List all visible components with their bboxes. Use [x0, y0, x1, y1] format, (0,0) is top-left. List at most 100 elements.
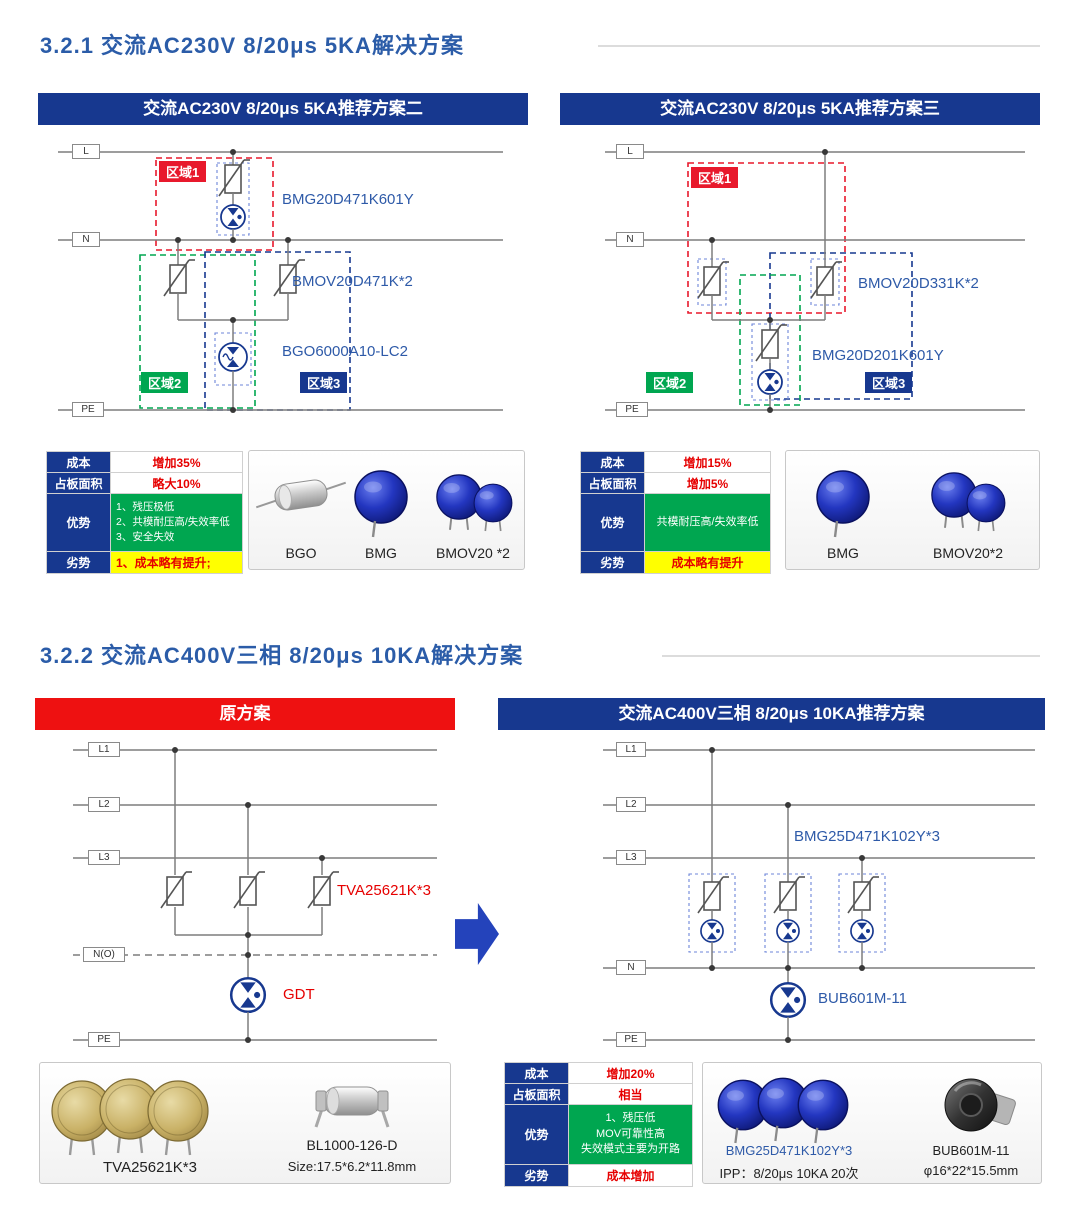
product-box-c: TVA25621K*3 BL1000-126-D Size:17.5*6.2*1… — [39, 1062, 451, 1184]
product-caption-bmg: BMG — [827, 545, 859, 561]
zone2-tag: 区域2 — [141, 372, 189, 393]
bus-label-l3: L3 — [88, 850, 120, 865]
table-value: 成本增加 — [568, 1164, 693, 1187]
bus-label-pe: PE — [616, 402, 648, 417]
tva-product-image — [146, 1079, 210, 1157]
bus-label-l2: L2 — [616, 797, 646, 812]
table-value: 1、残压低 MOV可靠性高 失效模式主要为开路 — [568, 1104, 693, 1165]
gdt-symbol — [700, 919, 724, 943]
part-label-bmg: BMG20D201K601Y — [812, 347, 944, 364]
table-label: 成本 — [504, 1062, 569, 1084]
product-caption-bub-size: φ16*22*15.5mm — [923, 1163, 1019, 1178]
table-value: 增加5% — [644, 472, 771, 494]
panel-a-header: 交流AC230V 8/20μs 5KA推荐方案二 — [38, 93, 528, 125]
table-label: 占板面积 — [46, 472, 111, 494]
part-label-bmov: BMOV20D471K*2 — [292, 273, 413, 290]
table-value: 增加20% — [568, 1062, 693, 1084]
bus-label-n: N — [616, 960, 646, 975]
product-caption-bl1000-name: BL1000-126-D — [306, 1137, 398, 1153]
table-value: 略大10% — [110, 472, 243, 494]
bmg-product-image — [353, 469, 409, 539]
part-label-tva: TVA25621K*3 — [337, 882, 431, 899]
product-caption-bgo: BGO — [285, 545, 317, 561]
product-box-a: BGO BMG BMOV20 *2 — [248, 450, 525, 570]
table-label: 优势 — [504, 1104, 569, 1165]
circuit-diagram-c — [73, 747, 437, 1043]
table-value: 1、成本略有提升; — [110, 551, 243, 574]
varistor-symbol — [160, 871, 193, 909]
bus-label-n: N — [72, 232, 100, 247]
zone3-tag: 区域3 — [300, 372, 348, 393]
product-caption-tva: TVA25621K*3 — [103, 1159, 197, 1176]
section2-title: 3.2.2 交流AC400V三相 8/20μs 10KA解决方案 — [40, 643, 524, 668]
bus-label-n: N(O) — [83, 947, 125, 962]
table-value: 增加15% — [644, 451, 771, 473]
bus-label-l: L — [616, 144, 644, 159]
bus-label-l3: L3 — [616, 850, 646, 865]
product-caption-bmov: BMOV20 *2 — [436, 545, 510, 561]
zone2-tag: 区域2 — [646, 372, 694, 393]
table-label: 占板面积 — [580, 472, 645, 494]
varistor-symbol — [847, 876, 880, 914]
bus-label-n: N — [616, 232, 644, 247]
product-box-d: BMG25D471K102Y*3 IPP：8/20μs 10KA 20次 BUB… — [702, 1062, 1042, 1184]
product-caption-bmg: BMG — [365, 545, 397, 561]
gdt-symbol — [220, 204, 246, 230]
gdt-symbol — [757, 369, 783, 395]
part-label-bub: BUB601M-11 — [818, 990, 907, 1007]
table-label: 优势 — [580, 493, 645, 552]
product-images-a — [255, 469, 513, 539]
comparison-table-b: 成本增加15% 占板面积增加5% 优势共模耐压高/失效率低 劣势成本略有提升 — [580, 451, 771, 574]
product-images-d — [717, 1077, 1016, 1145]
part-label-gdt: GDT — [283, 986, 315, 1003]
section1-title: 3.2.1 交流AC230V 8/20μs 5KA解决方案 — [40, 33, 464, 58]
product-caption-bl1000-size: Size:17.5*6.2*11.8mm — [287, 1159, 417, 1174]
bus-label-l: L — [72, 144, 100, 159]
part-label-bmg25: BMG25D471K102Y*3 — [794, 828, 940, 845]
table-value: 相当 — [568, 1083, 693, 1105]
zone3-tag: 区域3 — [865, 372, 913, 393]
varistor-symbol — [307, 871, 340, 909]
product-images-c — [50, 1077, 390, 1157]
gdt-symbol — [229, 976, 267, 1014]
table-label: 成本 — [580, 451, 645, 473]
part-label-bmov: BMOV20D331K*2 — [858, 275, 979, 292]
gdt-symbol — [769, 981, 807, 1019]
bus-label-pe: PE — [72, 402, 104, 417]
varistor-symbol — [697, 261, 730, 299]
panel-ac230v-plan3: 交流AC230V 8/20μs 5KA推荐方案三 — [560, 93, 1040, 575]
panel-a-circuit: L N PE 区域1 区域2 区域3 BMG20D471K601Y BMOV20… — [38, 125, 528, 443]
bmg25-product-image — [797, 1079, 849, 1145]
bus-label-l1: L1 — [616, 742, 646, 757]
part-label-bgo: BGO6000A10-LC2 — [282, 343, 408, 360]
panel-b-header: 交流AC230V 8/20μs 5KA推荐方案三 — [560, 93, 1040, 125]
bmov-product-image — [473, 483, 513, 532]
bmov-product-image — [966, 483, 1006, 532]
bub-product-image — [944, 1078, 1016, 1132]
varistor-symbol — [218, 159, 251, 197]
bl1000-product-image — [314, 1086, 390, 1128]
bus-label-l2: L2 — [88, 797, 120, 812]
bgo-product-image — [255, 479, 347, 511]
table-value: 共模耐压高/失效率低 — [644, 493, 771, 552]
gdt-symbol — [776, 919, 800, 943]
varistor-symbol — [755, 324, 788, 362]
table-label: 劣势 — [504, 1164, 569, 1187]
gdt-symbol — [218, 342, 248, 372]
table-label: 劣势 — [580, 551, 645, 574]
gdt-symbol — [850, 919, 874, 943]
table-label: 劣势 — [46, 551, 111, 574]
section1-rule — [598, 45, 1040, 47]
product-box-b: BMG BMOV20*2 — [785, 450, 1040, 570]
transition-arrow — [455, 903, 499, 965]
panel-ac230v-plan2: 交流AC230V 8/20μs 5KA推荐方案二 — [38, 93, 528, 575]
product-caption-bmg25-name: BMG25D471K102Y*3 — [725, 1143, 853, 1158]
part-label-bmg: BMG20D471K601Y — [282, 191, 414, 208]
product-caption-bub-name: BUB601M-11 — [932, 1143, 1010, 1158]
circuit-diagram-a — [58, 149, 503, 413]
table-label: 占板面积 — [504, 1083, 569, 1105]
circuit-diagram-d — [603, 747, 1035, 1043]
varistor-symbol — [697, 876, 730, 914]
bus-label-pe: PE — [616, 1032, 646, 1047]
